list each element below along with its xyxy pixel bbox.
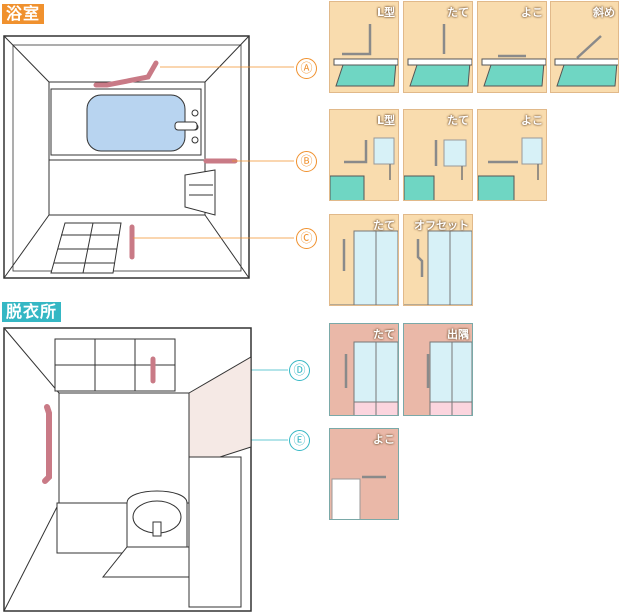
thumb-e-horizontal[interactable]: よこ xyxy=(329,428,399,520)
thumb-d-outer-corner[interactable]: 出隅 xyxy=(403,323,473,416)
thumb-a-diagonal[interactable]: 斜め xyxy=(550,1,619,93)
marker-b: Ⓑ xyxy=(296,151,317,172)
dressing-section-label: 脱衣所 xyxy=(2,302,62,322)
thumb-d-vertical[interactable]: たて xyxy=(329,323,399,416)
thumb-label: オフセット xyxy=(414,219,469,232)
thumb-label: たて xyxy=(373,219,395,232)
marker-e: Ⓔ xyxy=(289,430,310,451)
thumb-label: よこ xyxy=(521,114,543,127)
thumb-b-l-type[interactable]: L型 xyxy=(329,109,399,201)
thumb-c-offset[interactable]: オフセット xyxy=(403,214,473,306)
thumb-label: 出隅 xyxy=(447,328,469,341)
marker-d: Ⓓ xyxy=(289,360,310,381)
thumb-label: たて xyxy=(447,114,469,127)
thumb-a-horizontal[interactable]: よこ xyxy=(477,1,547,93)
thumb-c-vertical[interactable]: たて xyxy=(329,214,399,306)
thumb-label: たて xyxy=(373,328,395,341)
thumb-label: たて xyxy=(447,6,469,19)
thumb-label: L型 xyxy=(376,114,395,127)
dressing-room-plan-illustration xyxy=(3,327,252,612)
thumb-label: L型 xyxy=(376,6,395,19)
thumb-a-l-type[interactable]: L型 xyxy=(329,1,399,93)
thumb-b-horizontal[interactable]: よこ xyxy=(477,109,547,201)
bathroom-section-label: 浴室 xyxy=(2,4,45,24)
thumb-label: よこ xyxy=(521,6,543,19)
thumb-label: 斜め xyxy=(593,6,615,19)
thumb-label: よこ xyxy=(373,433,395,446)
thumb-b-vertical[interactable]: たて xyxy=(403,109,473,201)
marker-c: Ⓒ xyxy=(296,228,317,249)
thumb-a-vertical[interactable]: たて xyxy=(403,1,473,93)
marker-a: Ⓐ xyxy=(296,58,317,79)
